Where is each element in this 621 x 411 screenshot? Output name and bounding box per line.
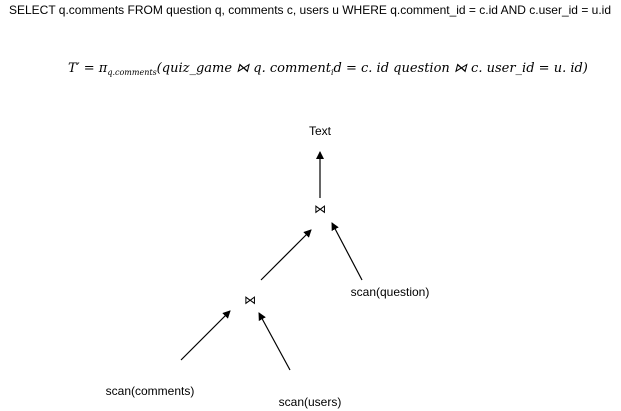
edge-question-to-top-join [331,222,363,281]
root-node-text: Text [308,124,332,138]
edge-comments-to-lower-join [180,310,231,361]
formula-projection-subscript: q.comments [107,68,157,77]
leaf-scan-users: scan(users) [278,395,342,409]
top-join-node: ⋈ [314,202,326,216]
formula-body: quiz_game ⋈ q. comment [161,61,331,76]
leaf-scan-comments: scan(comments) [105,384,195,398]
edge-lower-join-to-top-join [260,229,312,281]
relational-algebra-formula: T′ = πq.comments(quiz_game ⋈ q. commenti… [68,61,588,77]
formula-lhs: T′ = π [68,61,108,76]
formula-body-subscript: i [330,68,334,77]
sql-query-text: SELECT q.comments FROM question q, comme… [9,3,612,17]
edge-users-to-lower-join [258,312,291,371]
leaf-scan-question: scan(question) [350,285,430,299]
formula-open-paren: ( [156,61,162,76]
formula-body-rest: d = c. id question ⋈ c. user_id = u. id) [333,61,588,76]
lower-join-node: ⋈ [244,293,256,307]
